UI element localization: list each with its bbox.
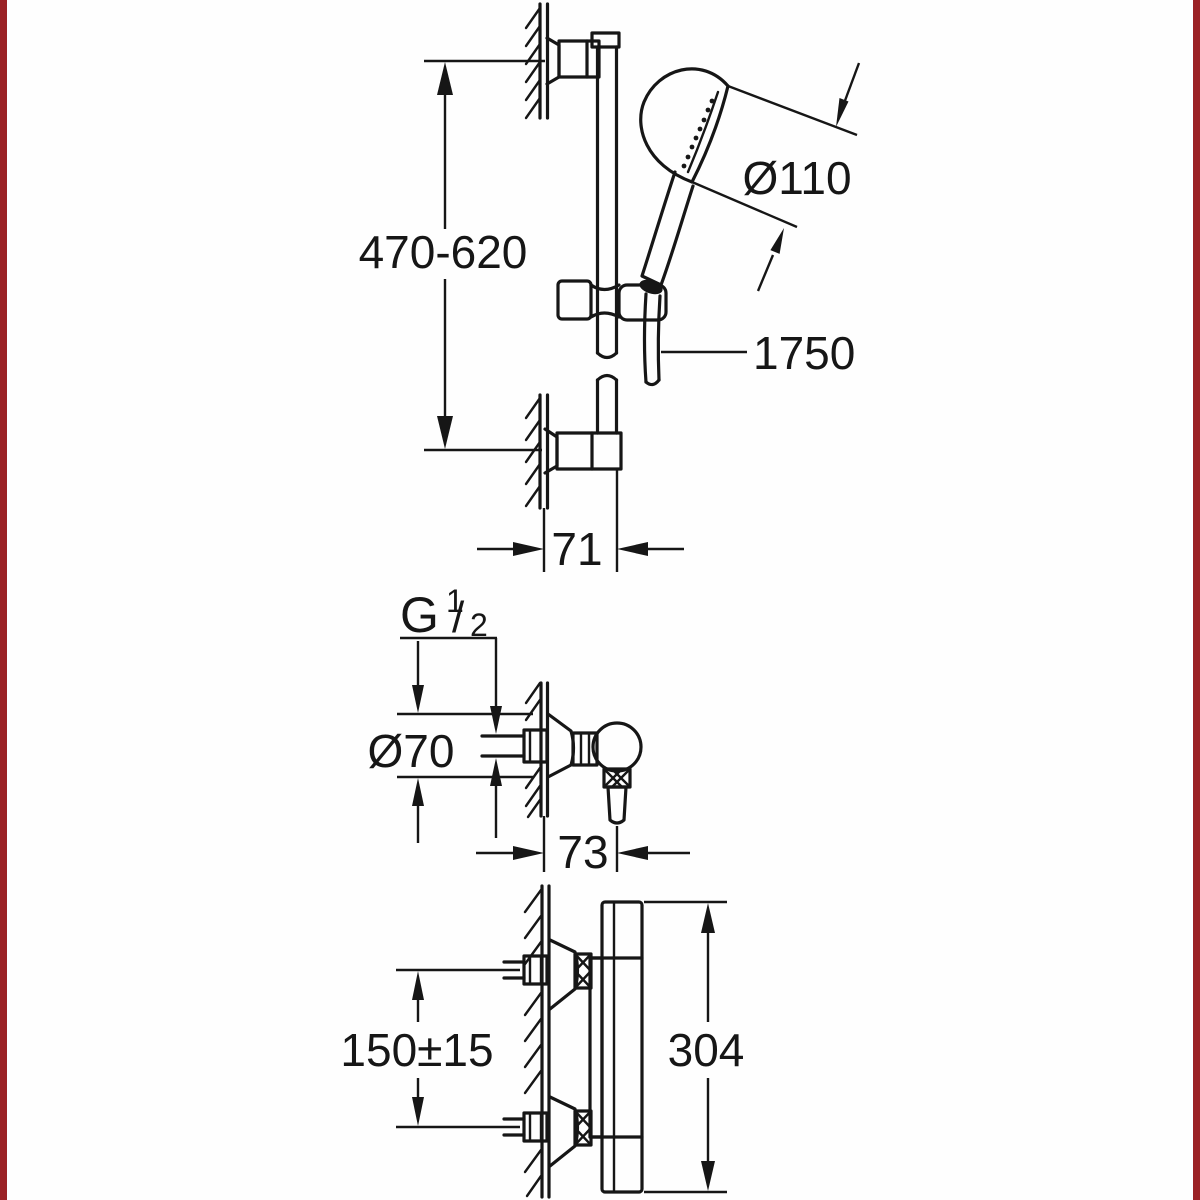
rail-bottom-bracket xyxy=(543,427,623,475)
dimension-mixer-height: 304 xyxy=(644,900,745,1194)
thread-denominator-label: 2 xyxy=(470,607,488,643)
dimension-hose-length: 1750 xyxy=(661,327,855,379)
dimension-valve-offset: 73 xyxy=(476,816,690,878)
dimension-head-diameter: Ø110 xyxy=(691,62,861,292)
dim-head-diameter-label: Ø110 xyxy=(742,152,851,204)
wall-hatching-icon xyxy=(524,396,542,508)
edge-bar-left xyxy=(0,0,7,1200)
dim-rail-height-label: 470-620 xyxy=(359,226,528,278)
shower-head-shell xyxy=(639,67,730,184)
valve-escutcheon xyxy=(546,712,576,779)
wall-hatching-icon xyxy=(523,888,543,1198)
hand-shower xyxy=(639,67,730,287)
wall-hatching-icon xyxy=(524,681,542,819)
inlet-union-lower xyxy=(502,1095,593,1168)
union-escutcheon xyxy=(548,1095,580,1168)
dim-valve-offset-label: 73 xyxy=(557,826,608,878)
dimension-rail-offset: 71 xyxy=(477,469,684,575)
edge-bar-right xyxy=(1193,0,1200,1200)
shower-head-face xyxy=(690,84,730,184)
thread-letter-label: G xyxy=(400,587,439,643)
dimension-rail-height: 470-620 xyxy=(359,59,545,452)
dim-rail-offset-label: 71 xyxy=(551,523,602,575)
mixer-view: 150±15 304 xyxy=(340,884,745,1199)
dim-inlet-spacing-label: 150±15 xyxy=(340,1024,493,1076)
shower-handle xyxy=(640,170,695,287)
top-view: 470-620 Ø110 1750 71 xyxy=(359,2,861,575)
rail-slider-holder xyxy=(556,279,668,322)
shower-rail xyxy=(595,45,619,435)
spray-nozzles-icon xyxy=(681,98,715,169)
wall-hatching-icon xyxy=(524,6,542,120)
union-knurled-nut xyxy=(573,952,593,990)
union-knurled-nut xyxy=(573,1109,593,1147)
rail-top-bracket xyxy=(545,31,621,86)
wall-lower xyxy=(524,393,550,510)
thread-numerator-label: 1 xyxy=(446,583,464,619)
thread-slash-label: / xyxy=(452,593,465,642)
valve-view: G 1 / 2 Ø70 73 xyxy=(368,583,690,878)
supply-nipple xyxy=(480,728,549,764)
dimension-inlet-spacing: 150±15 xyxy=(340,968,520,1129)
dim-hose-length-label: 1750 xyxy=(753,327,855,379)
shower-hose xyxy=(642,292,662,387)
valve-knob xyxy=(591,721,643,773)
wall-mixer xyxy=(523,884,551,1199)
inlet-union-upper xyxy=(502,938,593,1011)
union-escutcheon xyxy=(548,938,580,1011)
dim-escutcheon-diameter-label: Ø70 xyxy=(368,725,455,777)
dimension-escutcheon-diameter: Ø70 xyxy=(368,641,533,843)
outlet-knurled-nut xyxy=(602,767,632,789)
mixer-body xyxy=(588,900,644,1194)
rail-top-cap xyxy=(590,31,621,49)
outlet-pipe xyxy=(606,785,628,825)
dim-mixer-height-label: 304 xyxy=(668,1024,745,1076)
valve-body xyxy=(546,712,643,825)
